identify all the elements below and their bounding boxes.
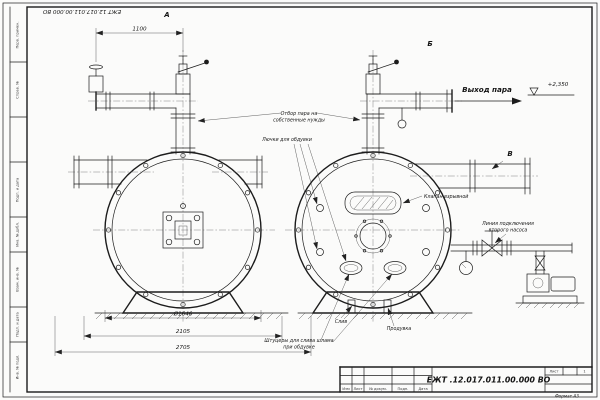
stamp-inv-dubl: Инв. № дубл.	[16, 222, 20, 247]
view-v-arrow	[491, 160, 504, 170]
steam-tap-line2: собственные нужды	[273, 118, 325, 124]
callouts: Отбор пара на собственные нужды Лючки дл…	[197, 111, 534, 351]
tb-col-ndokum: № докум.	[369, 387, 387, 391]
drain-label: Слив	[335, 319, 348, 325]
right-safety-valve	[365, 55, 399, 95]
tb-col-izm: Изм	[342, 387, 350, 391]
left-steam-piping	[88, 55, 209, 155]
right-flange-bolts	[295, 152, 451, 308]
center-manhole	[354, 218, 392, 254]
blowdown-label: Продувка	[387, 326, 411, 332]
left-vessel-view	[93, 50, 289, 322]
steam-outlet-annotation: Выход пара +2,350	[454, 82, 575, 105]
dimensions: 1100 Ø1646 2105 2705	[54, 27, 312, 356]
feedwater-line-and-pump	[450, 230, 585, 309]
dim-shell-diameter: Ø1646	[104, 310, 262, 322]
doc-number: ЕЖТ .12.017.011.00.000 ВО	[427, 376, 551, 385]
side-stamp-column: Перв. примен. Справ. № Подп. и дата Инв.…	[9, 6, 28, 393]
tb-col-list: Лист	[353, 387, 362, 391]
dim-width-overall-value: 2705	[176, 345, 191, 351]
gate-valve	[481, 230, 503, 257]
stamp-sprav-no: Справ. №	[16, 81, 20, 99]
callout-blowdown: Продувка	[387, 307, 411, 332]
title-block: ЕЖТ .12.017.011.00.000 ВО Изм Лист № док…	[339, 366, 593, 398]
left-shutoff-valve	[88, 64, 104, 93]
callout-blow-hatches: Лючки для обдувки	[261, 137, 347, 262]
steam-tap-line1: Отбор пара на	[281, 111, 318, 117]
explosion-valve-label: Клапан взрывной	[424, 194, 468, 200]
inverted-doc-number: ЕЖТ 12.017.011.00.000 ВО	[42, 8, 121, 14]
tb-col-podp: Подп.	[398, 387, 409, 391]
left-view-side-headers	[68, 155, 268, 189]
stamp-podp-data-2: Подп. и дата	[16, 312, 20, 336]
view-labels: А Б В	[163, 11, 513, 170]
burner-door	[162, 203, 204, 249]
right-vessel-view	[285, 50, 538, 322]
dim-top-width-value: 1100	[132, 27, 147, 33]
dim-width-mid-value: 2105	[176, 329, 191, 335]
callout-steam-tap: Отбор пара на собственные нужды	[197, 111, 361, 124]
elevation-mark: +2,350	[527, 82, 575, 96]
doc-number-top: ЕЖТ 12.017.011.00.000 ВО	[42, 8, 121, 14]
tb-col-data: Дата	[418, 387, 427, 391]
stamp-inv-podl: Инв. № подл.	[16, 355, 20, 380]
right-ground-hatch	[298, 312, 468, 320]
format-label: Формат А3	[555, 393, 579, 398]
right-steam-piping	[360, 55, 462, 155]
dim-width-mid: 2105	[83, 316, 283, 340]
sludge-line2: при обдувке	[283, 345, 315, 351]
explosion-valve-cover	[344, 191, 402, 215]
callout-explosion-valve: Клапан взрывной	[402, 194, 468, 204]
tb-sheet-number: 1	[583, 370, 585, 374]
dim-diameter-value: Ø1646	[173, 311, 193, 318]
right-view-side-header	[410, 157, 538, 195]
callout-drain: Слив	[335, 305, 353, 325]
sludge-line1: Штуцеры для слива шлама	[264, 338, 333, 344]
pump-line-line2: второго насоса	[489, 229, 528, 234]
steam-outlet-label: Выход пара	[462, 85, 512, 94]
pressure-gauge	[459, 250, 473, 275]
callout-pump-line: Линия подключения второго насоса	[481, 221, 534, 244]
view-label-a: А	[163, 11, 169, 19]
dim-top-width: 1100	[95, 27, 184, 62]
riser-drain-valve	[397, 119, 407, 129]
blow-hatches-label: Лючки для обдувки	[261, 137, 312, 143]
stamp-perv-primen: Перв. примен.	[16, 22, 20, 49]
left-safety-valve	[175, 55, 209, 95]
blow-hatches	[316, 204, 430, 275]
view-label-v: В	[507, 150, 512, 158]
pump-line-line1: Линия подключения	[481, 221, 534, 227]
pump-unit	[515, 250, 585, 309]
view-label-b: Б	[427, 40, 432, 48]
stamp-podp-data-1: Подп. и дата	[16, 178, 20, 202]
callout-sludge: Штуцеры для слива шлама при обдувке	[264, 273, 393, 351]
tb-sheet-label: Лист	[549, 370, 558, 374]
stamp-vzam-inv: Взам. инв. №	[16, 267, 20, 292]
elevation-value: +2,350	[548, 82, 569, 88]
dim-width-overall: 2705	[54, 316, 312, 356]
steam-outlet-arrow	[512, 97, 522, 105]
